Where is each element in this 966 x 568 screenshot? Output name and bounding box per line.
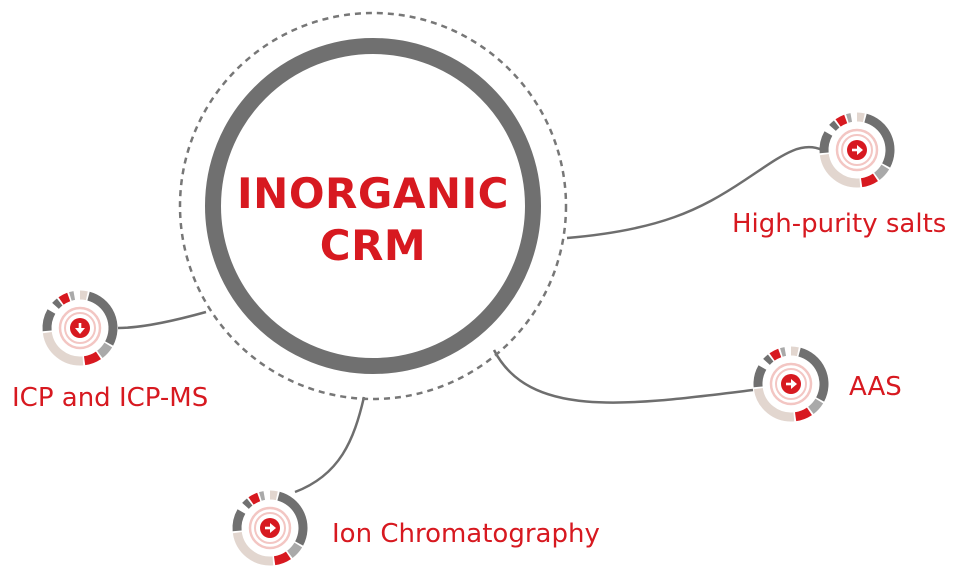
ring-segment-lightgray [807,398,824,414]
badge-ion-chromatography[interactable] [232,490,308,566]
ring-tick-lightgray [259,491,266,501]
ring-segment-gray [864,113,895,168]
connector-high-purity-salts [566,145,823,240]
ring-segment-gray [798,347,829,402]
ring-tick-red [769,348,782,361]
ring-tick-gray [242,498,253,509]
ring-segment-beige-top [856,112,865,123]
badge-high-purity-salts[interactable] [819,112,895,188]
ring-segment-beige-top [269,490,278,501]
ring-segment-gray-left [232,509,246,532]
ring-segment-gray-left [819,131,833,154]
ring-tick-lightgray [780,347,787,357]
label-ion-chromatography[interactable]: Ion Chromatography [332,519,600,549]
arrow-right-icon [852,145,863,155]
label-icp[interactable]: ICP and ICP-MS [12,383,209,413]
ring-segment-red [273,551,291,566]
center-title: INORGANIC CRM [228,168,518,272]
ring-segment-red [83,351,101,366]
connector-icp [117,310,207,330]
ring-tick-red [58,292,71,305]
ring-segment-beige-top [79,290,88,301]
ring-segment-lightgray [873,164,890,180]
ring-segment-beige [753,387,795,422]
ring-tick-gray [52,298,63,309]
ring-tick-lightgray [846,113,853,123]
ring-tick-lightgray [69,291,76,301]
hub-dashed-ring [178,11,568,401]
ring-segment-beige [42,331,84,366]
ring-segment-gray-left [42,309,56,332]
arrow-head [857,145,863,155]
ring-segment-beige [819,153,861,188]
label-high-purity-salts[interactable]: High-purity salts [732,209,947,239]
hub-solid-ring [205,38,541,374]
badge-aas[interactable] [753,346,829,422]
center-title-line1: INORGANIC [237,169,509,218]
badge-icp[interactable] [42,290,118,366]
arrow-down-icon [75,323,85,334]
ring-segment-lightgray [96,342,113,358]
ring-segment-beige [232,531,274,566]
connector-aas [492,349,754,404]
ring-segment-gray [87,291,118,346]
ring-tick-red [248,492,261,505]
ring-segment-red [860,173,878,188]
connector-ion-chromatography [294,396,366,494]
ring-segment-gray-left [753,365,767,388]
arrow-head [270,523,276,533]
arrow-right-icon [265,523,276,533]
ring-segment-gray [277,491,308,546]
ring-tick-gray [763,354,774,365]
ring-segment-lightgray [286,542,303,558]
ring-segment-beige-top [790,346,799,357]
label-aas[interactable]: AAS [849,372,902,402]
arrow-right-icon [786,379,797,389]
ring-tick-gray [829,120,840,131]
ring-tick-red [835,114,848,127]
arrow-head [791,379,797,389]
arrow-head [75,328,85,334]
ring-segment-red [794,407,812,422]
center-title-line2: CRM [319,221,427,270]
